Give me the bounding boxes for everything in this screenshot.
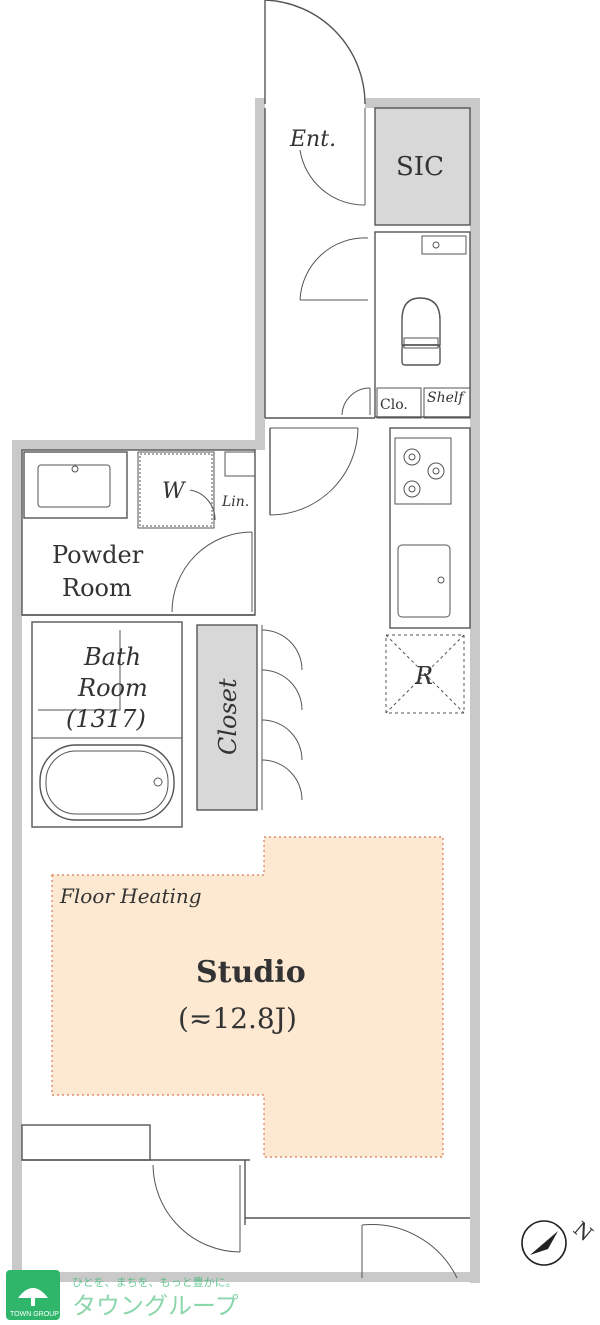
clo-shelf bbox=[341, 387, 471, 419]
label-linen: Lin. bbox=[221, 494, 249, 510]
sic-room bbox=[374, 107, 471, 226]
label-studio-size: (≂12.8J) bbox=[178, 1002, 297, 1035]
bottom-fixtures bbox=[21, 1124, 470, 1279]
label-bath-size: (1317) bbox=[66, 705, 146, 733]
label-sic: SIC bbox=[396, 152, 444, 182]
label-powder-2: Room bbox=[62, 574, 132, 602]
entry-door bbox=[264, 0, 366, 110]
closet bbox=[196, 624, 303, 811]
label-entrance: Ent. bbox=[289, 127, 336, 152]
label-shelf: Shelf bbox=[427, 390, 466, 406]
label-closet-small: Clo. bbox=[380, 397, 408, 413]
label-powder-1: Powder bbox=[52, 541, 144, 569]
bath-room bbox=[31, 621, 183, 828]
town-group-logo: TOWN GROUP ひとを、まちを、もっと豊かに。 タウングループ bbox=[6, 1270, 239, 1320]
kitchen bbox=[389, 427, 471, 629]
outer-walls bbox=[12, 98, 480, 1283]
compass-label: N bbox=[569, 1216, 598, 1246]
floor-heating-area bbox=[51, 836, 444, 1158]
label-bath-2: Room bbox=[77, 674, 148, 702]
label-studio: Studio bbox=[196, 955, 306, 990]
label-washer: W bbox=[162, 479, 187, 504]
powder-room bbox=[21, 449, 256, 616]
entrance-area bbox=[264, 108, 375, 419]
logo-brand: タウングループ bbox=[72, 1292, 239, 1320]
label-bath-1: Bath bbox=[83, 643, 141, 671]
compass-icon: N bbox=[521, 1216, 598, 1266]
refrigerator bbox=[385, 634, 465, 714]
label-closet: Closet bbox=[214, 678, 242, 755]
logo-tagline: ひとを、まちを、もっと豊かに。 bbox=[72, 1276, 237, 1289]
hall-door bbox=[269, 427, 359, 516]
logo-sub: TOWN GROUP bbox=[10, 1311, 59, 1318]
toilet-room bbox=[299, 231, 471, 418]
label-floor-heating: Floor Heating bbox=[59, 884, 202, 908]
label-refrigerator: R bbox=[414, 662, 433, 690]
